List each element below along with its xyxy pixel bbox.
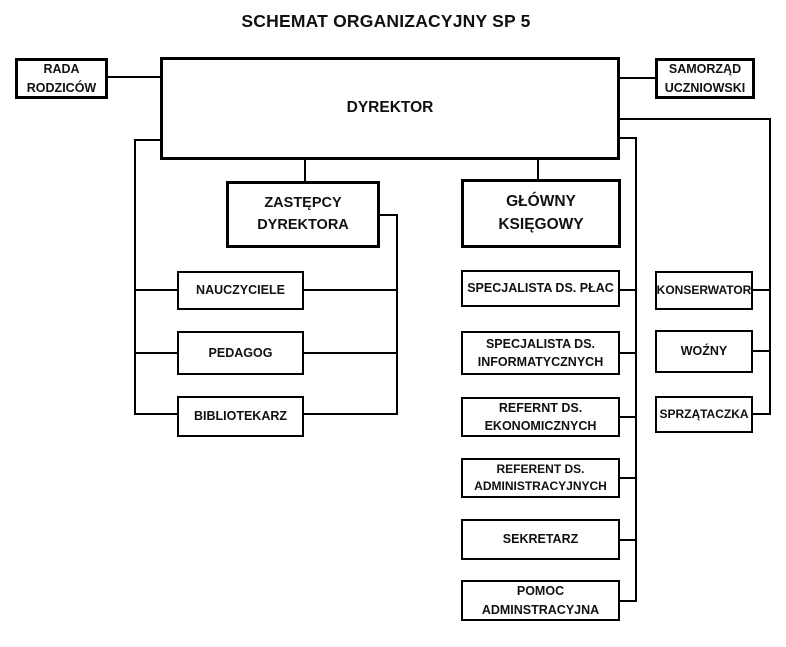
org-node-konserwator: KONSERWATOR bbox=[655, 271, 753, 310]
org-node-specjalista-ds-informatycznych: SPECJALISTA DS. INFORMATYCZNYCH bbox=[461, 331, 620, 375]
chart-title: SCHEMAT ORGANIZACYJNY SP 5 bbox=[241, 11, 531, 31]
connector-konserwator bbox=[751, 289, 769, 291]
connector-wozny bbox=[751, 350, 769, 352]
connector-dyrektor-right-trunk bbox=[618, 118, 771, 120]
org-node-zastepcy-dyrektora: ZASTĘPCY DYREKTORA bbox=[226, 181, 380, 248]
connector-sprzataczka bbox=[751, 413, 769, 415]
connector-referent-administracyjnych bbox=[618, 477, 637, 479]
trunk-zastepcy-children bbox=[396, 214, 398, 415]
connector-dyrektor-glowny bbox=[537, 158, 539, 181]
org-node-pomoc-adminstracyjna: POMOC ADMINSTRACYJNA bbox=[461, 580, 620, 621]
connector-dyrektor-left-trunk bbox=[134, 139, 162, 141]
connector-sekretarz bbox=[618, 539, 637, 541]
trunk-left bbox=[134, 139, 136, 415]
connector-spec-plac bbox=[618, 289, 637, 291]
org-node-sekretarz: SEKRETARZ bbox=[461, 519, 620, 560]
connector-zastepcy-right bbox=[378, 214, 398, 216]
org-node-wozny: WOŹNY bbox=[655, 330, 753, 373]
org-node-samorzad-uczniowski: SAMORZĄD UCZNIOWSKI bbox=[655, 58, 755, 99]
org-node-rada-rodzicow: RADA RODZICÓW bbox=[15, 58, 108, 99]
connector-bibliotekarz-left bbox=[134, 413, 178, 415]
connector-nauczyciele-right bbox=[302, 289, 396, 291]
org-node-referent-ds-administracyjnych: REFERENT DS. ADMINISTRACYJNYCH bbox=[461, 458, 620, 498]
org-node-nauczyciele: NAUCZYCIELE bbox=[177, 271, 304, 310]
connector-dyrektor-zastepcy bbox=[304, 158, 306, 182]
org-node-bibliotekarz: BIBLIOTEKARZ bbox=[177, 396, 304, 437]
trunk-middle-right bbox=[635, 137, 637, 602]
org-node-sprzataczka: SPRZĄTACZKA bbox=[655, 396, 753, 433]
connector-dyrektor-samorzad bbox=[618, 77, 657, 79]
org-node-pedagog: PEDAGOG bbox=[177, 331, 304, 375]
connector-bibliotekarz-right bbox=[302, 413, 396, 415]
org-node-glowny-ksiegowy: GŁÓWNY KSIĘGOWY bbox=[461, 179, 621, 248]
connector-dyrektor-mid-trunk bbox=[618, 137, 637, 139]
connector-rada-dyrektor bbox=[106, 76, 162, 78]
connector-refernt-ekonomicznych bbox=[618, 416, 637, 418]
connector-nauczyciele-left bbox=[134, 289, 178, 291]
connector-pedagog-left bbox=[134, 352, 178, 354]
org-node-specjalista-ds-plac: SPECJALISTA DS. PŁAC bbox=[461, 270, 620, 307]
connector-pedagog-right bbox=[302, 352, 396, 354]
org-node-dyrektor: DYREKTOR bbox=[160, 57, 620, 160]
org-node-refernt-ds-ekonomicznych: REFERNT DS. EKONOMICZNYCH bbox=[461, 397, 620, 437]
connector-pomoc bbox=[618, 600, 637, 602]
trunk-far-right bbox=[769, 118, 771, 415]
connector-spec-informatycznych bbox=[618, 352, 637, 354]
